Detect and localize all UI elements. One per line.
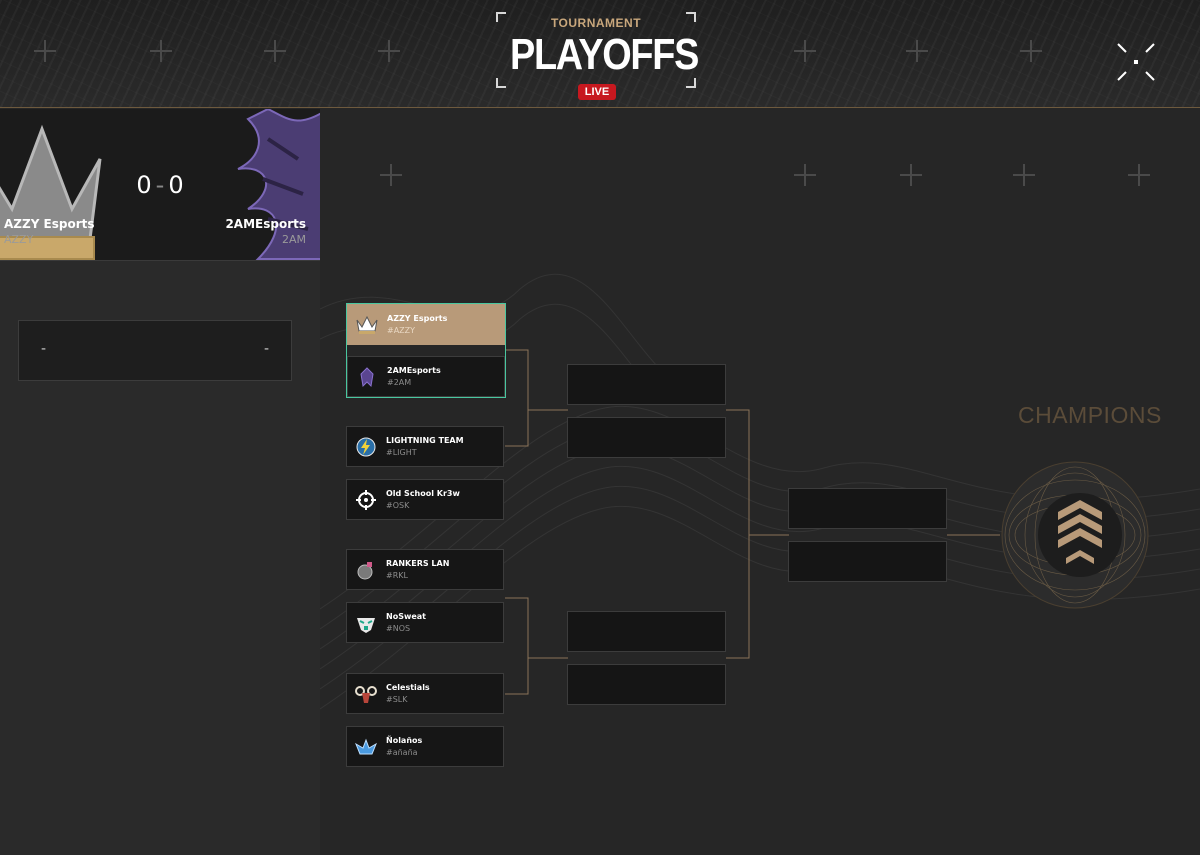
- logo-subtitle: TOURNAMENT: [550, 16, 642, 30]
- lightning-logo: [356, 437, 376, 457]
- home-team-tag: AZZY: [4, 233, 34, 246]
- header: TOURNAMENT PLAYOFFS LIVE: [0, 0, 1200, 108]
- plus-decoration: [794, 40, 816, 62]
- fullscreen-button[interactable]: [1116, 42, 1156, 82]
- bracket-empty-slot[interactable]: [567, 417, 726, 458]
- bracket-empty-slot[interactable]: [567, 364, 726, 405]
- game-away-score: -: [263, 341, 269, 357]
- home-team-name: AZZY Esports: [4, 217, 95, 231]
- bracket-team[interactable]: Ñolaños #añaña: [346, 726, 504, 767]
- logo-title: PLAYOFFS: [510, 30, 699, 79]
- game-home-score: -: [41, 341, 47, 357]
- purple-beast-logo: [237, 109, 320, 260]
- plus-decoration: [378, 40, 400, 62]
- bracket-team[interactable]: NoSweat #NOS: [346, 602, 504, 643]
- team-name: RANKERS LAN: [386, 559, 450, 568]
- team-name: Ñolaños: [386, 736, 423, 745]
- crown-logo: [356, 315, 378, 334]
- team-tag: #añaña: [386, 748, 418, 757]
- champions-trophy-icon: [1001, 461, 1149, 609]
- blue-wings-logo: [355, 738, 377, 755]
- current-match-card[interactable]: 0-0 AZZY Esports AZZY 2AMEsports 2AM: [0, 109, 320, 261]
- playoffs-logo: TOURNAMENT PLAYOFFS LIVE: [496, 12, 699, 100]
- plus-decoration: [264, 40, 286, 62]
- bracket-team[interactable]: 2AMEsports #2AM: [347, 356, 505, 397]
- team-name: LIGHTNING TEAM: [386, 436, 464, 445]
- bracket-team[interactable]: Old School Kr3w #OSK: [346, 479, 504, 520]
- team-name: Old School Kr3w: [386, 489, 460, 498]
- team-tag: #LIGHT: [386, 448, 417, 457]
- crosshair-logo: [356, 490, 376, 510]
- team-tag: #AZZY: [387, 326, 416, 335]
- away-score: 0: [168, 171, 184, 199]
- team-tag: #2AM: [387, 378, 412, 387]
- champions-label: CHAMPIONS: [1018, 402, 1162, 428]
- home-score: 0: [136, 171, 152, 199]
- crown-logo: [0, 124, 102, 260]
- away-team-tag: 2AM: [281, 233, 306, 246]
- team-name: 2AMEsports: [387, 366, 441, 375]
- match-score: 0-0: [110, 171, 210, 199]
- plus-decoration: [34, 40, 56, 62]
- score-separator: -: [155, 171, 165, 199]
- fullscreen-icon: [1117, 43, 1155, 81]
- purple-beast-logo: [360, 367, 374, 388]
- team-tag: #RKL: [386, 571, 408, 580]
- team-tag: #NOS: [386, 624, 411, 633]
- bracket-empty-slot[interactable]: [567, 664, 726, 705]
- team-tag: #SLK: [386, 695, 408, 704]
- team-tag: #OSK: [386, 501, 410, 510]
- bracket-team[interactable]: RANKERS LAN #RKL: [346, 549, 504, 590]
- bracket-team[interactable]: AZZY Esports #AZZY: [347, 304, 505, 345]
- plus-decoration: [1020, 40, 1042, 62]
- away-team-name: 2AMEsports: [225, 217, 306, 231]
- plus-decoration: [150, 40, 172, 62]
- mask-logo: [357, 618, 375, 633]
- bracket-team[interactable]: Celestials #SLK: [346, 673, 504, 714]
- live-badge: LIVE: [578, 84, 616, 100]
- team-name: Celestials: [386, 683, 430, 692]
- team-name: AZZY Esports: [387, 314, 448, 323]
- bracket-empty-slot[interactable]: [788, 541, 947, 582]
- bracket-empty-slot[interactable]: [788, 488, 947, 529]
- bracket-team[interactable]: LIGHTNING TEAM #LIGHT: [346, 426, 504, 467]
- grenade-logo: [357, 562, 373, 580]
- ram-logo: [355, 686, 377, 703]
- game-result-card[interactable]: - -: [18, 320, 292, 381]
- bracket-empty-slot[interactable]: [567, 611, 726, 652]
- team-name: NoSweat: [386, 612, 426, 621]
- plus-decoration: [906, 40, 928, 62]
- match-panel: 0-0 AZZY Esports AZZY 2AMEsports 2AM - -: [0, 109, 320, 855]
